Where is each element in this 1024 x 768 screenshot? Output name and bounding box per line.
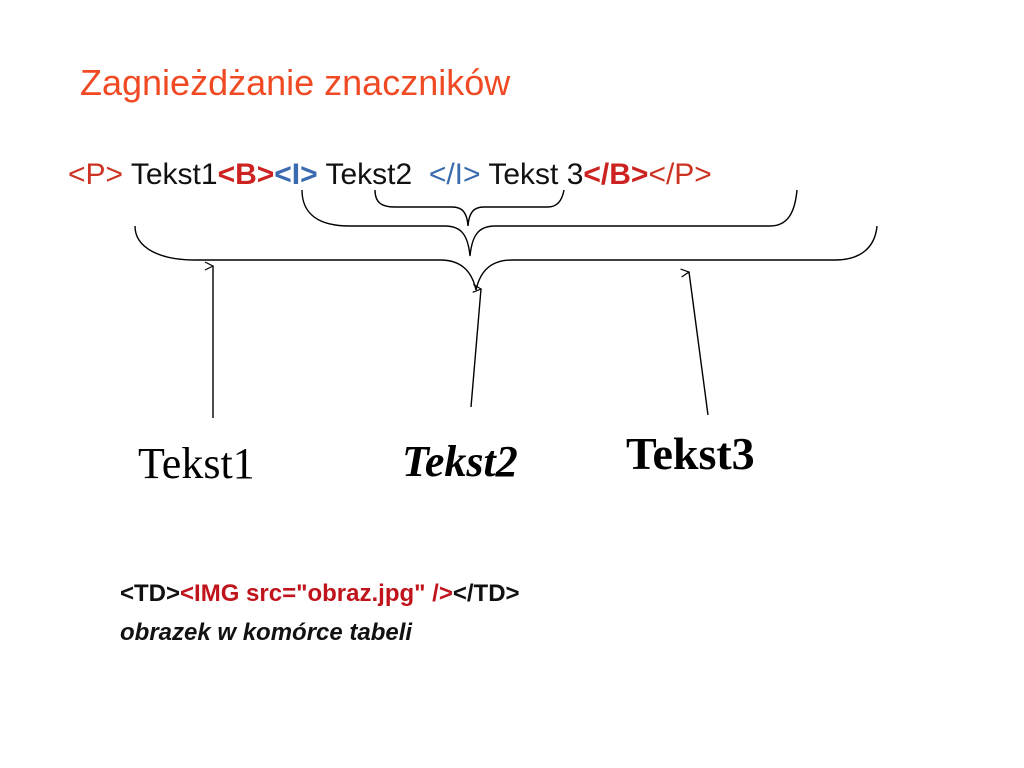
output-plain-text: Tekst1 (138, 439, 255, 488)
output-italic-text: Tekst2 (402, 437, 518, 486)
bold-scope-brace (301, 189, 798, 257)
img-tag: <IMG src="obraz.jpg" /> (180, 580, 453, 607)
td-open-tag: <TD> (120, 580, 181, 607)
p-close-tag: </P> (648, 158, 712, 191)
i-open-tag: <I> (274, 158, 318, 191)
html-markup-line: <P> Tekst1<B><I> Tekst2 </I> Tekst 3</B>… (68, 158, 712, 192)
text1-token: Tekst1 (123, 158, 218, 191)
slide-title: Zagnieżdżanie znaczników (80, 62, 511, 103)
paragraph-scope-brace (134, 225, 878, 291)
td-markup-line: <TD><IMG src="obraz.jpg" /></TD> (120, 580, 520, 608)
b-close-tag: </B> (583, 158, 649, 191)
td-caption: obrazek w komórce tabeli (120, 619, 413, 646)
text3-token: Tekst 3 (480, 158, 584, 191)
arrow-text2 (470, 289, 481, 408)
i-close-tag: </I> (428, 158, 481, 191)
italic-scope-brace (374, 189, 565, 227)
text2-token: Tekst2 (317, 158, 429, 191)
p-open-tag: <P> (68, 158, 124, 191)
td-close-tag: </TD> (452, 580, 520, 607)
b-open-tag: <B> (217, 158, 275, 191)
arrow-text3 (689, 272, 709, 416)
output-bold-text: Tekst3 (626, 428, 755, 479)
